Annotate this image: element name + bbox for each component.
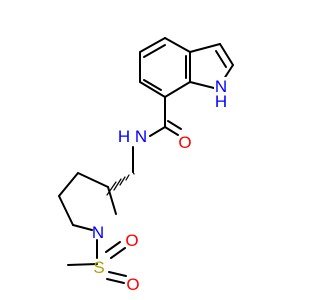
bond: [143, 44, 166, 58]
bond: [139, 81, 166, 98]
bond: [149, 126, 166, 137]
bond: [67, 263, 98, 266]
atom-label: O: [178, 133, 191, 152]
bond: [139, 37, 166, 53]
bond: [106, 278, 125, 284]
bond: [58, 172, 79, 197]
atom-label: O: [126, 275, 139, 294]
bond: [189, 43, 221, 53]
bond: [164, 126, 179, 136]
atom-labels: N H N H O N S O O: [92, 77, 228, 294]
bond: [107, 186, 117, 215]
atom-label: N: [92, 223, 104, 242]
atom-label: H: [215, 92, 227, 111]
stereo-hash-bond: [106, 171, 135, 196]
bond: [164, 81, 191, 98]
bond: [108, 271, 127, 277]
bond: [143, 79, 162, 91]
bond: [215, 50, 227, 68]
bond: [58, 195, 74, 226]
molecule-structure: N H N H O N S O O: [58, 37, 234, 294]
molecule-diagram: N H N H O N S O O: [58, 37, 234, 294]
atom-label: N: [215, 77, 227, 96]
bonds: [58, 37, 234, 284]
bond: [164, 37, 191, 53]
bond: [77, 172, 109, 188]
bond: [189, 81, 215, 89]
atom-label: H: [118, 127, 130, 146]
atom-label: S: [93, 258, 104, 277]
bond: [167, 120, 182, 130]
bond: [105, 241, 121, 253]
bond: [219, 43, 234, 66]
bond: [110, 247, 126, 259]
atom-label: O: [125, 231, 138, 250]
atom-label: N: [135, 127, 147, 146]
bond: [72, 224, 93, 231]
